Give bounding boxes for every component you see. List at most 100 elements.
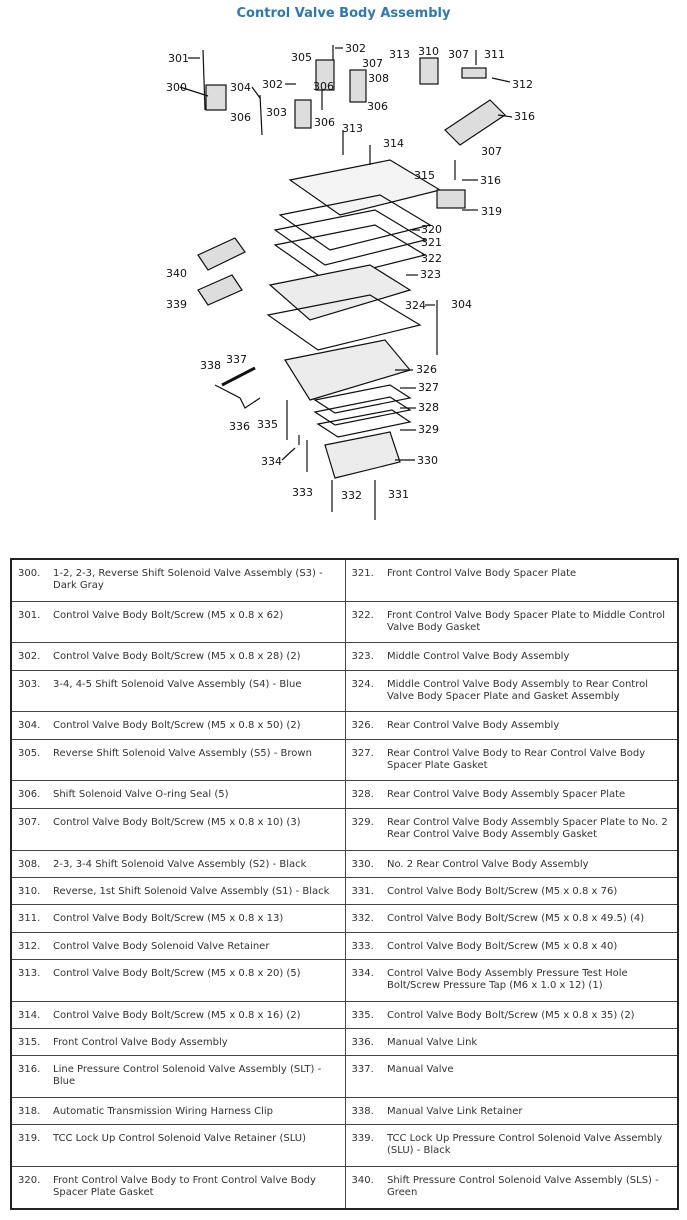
callout: 331 xyxy=(388,488,409,501)
callout: 327 xyxy=(418,381,439,394)
legend-row: 320.Front Control Valve Body to Front Co… xyxy=(10,1166,679,1210)
middle-spacer-plate xyxy=(266,294,422,351)
right-part-description: Front Control Valve Body Spacer Plate xyxy=(381,558,679,602)
left-part-number: 304. xyxy=(10,711,47,740)
callout: 321 xyxy=(421,236,442,249)
callout: 302 xyxy=(262,78,283,91)
solenoid-316 xyxy=(444,99,506,146)
right-part-description: Middle Control Valve Body Assembly xyxy=(381,642,679,671)
retainer-319 xyxy=(436,189,466,209)
right-part-number: 334. xyxy=(344,959,381,1002)
left-part-description: TCC Lock Up Control Solenoid Valve Retai… xyxy=(47,1124,346,1168)
left-part-number: 301. xyxy=(10,600,47,644)
right-part-number: 337. xyxy=(344,1055,381,1099)
manual-valve-link xyxy=(214,384,261,409)
left-part-number: 300. xyxy=(10,558,47,602)
legend-row: 310.Reverse, 1st Shift Solenoid Valve As… xyxy=(10,876,679,906)
callout: 316 xyxy=(514,110,535,123)
parts-legend-body: 300.1-2, 2-3, Reverse Shift Solenoid Val… xyxy=(10,558,679,1210)
callout: 330 xyxy=(417,454,438,467)
legend-row: 303.3-4, 4-5 Shift Solenoid Valve Assemb… xyxy=(10,669,679,713)
callout: 305 xyxy=(291,51,312,64)
left-part-description: Reverse Shift Solenoid Valve Assembly (S… xyxy=(47,738,346,782)
right-part-description: Shift Pressure Control Solenoid Valve As… xyxy=(381,1166,679,1210)
left-part-number: 312. xyxy=(10,931,47,961)
callout: 306 xyxy=(313,80,334,93)
right-part-number: 328. xyxy=(344,780,381,809)
legend-row: 313.Control Valve Body Bolt/Screw (M5 x … xyxy=(10,959,679,1002)
callout: 307 xyxy=(481,145,502,158)
right-part-description: Rear Control Valve Body Assembly Spacer … xyxy=(381,807,679,851)
callout: 301 xyxy=(168,52,189,65)
rear-valve-body xyxy=(284,339,412,401)
left-part-number: 311. xyxy=(10,904,47,933)
callout: 338 xyxy=(200,359,221,372)
right-part-description: Rear Control Valve Body Assembly Spacer … xyxy=(381,780,679,809)
solenoid-303 xyxy=(294,99,312,129)
legend-row: 307.Control Valve Body Bolt/Screw (M5 x … xyxy=(10,807,679,851)
left-part-description: Control Valve Body Bolt/Screw (M5 x 0.8 … xyxy=(47,642,346,671)
right-part-description: Control Valve Body Bolt/Screw (M5 x 0.8 … xyxy=(381,931,679,961)
exploded-view-diagram: 300 301 302 302 303 304 304 305 306 306 … xyxy=(166,42,535,520)
right-part-number: 332. xyxy=(344,904,381,933)
callout: 316 xyxy=(480,174,501,187)
right-part-number: 323. xyxy=(344,642,381,671)
left-part-number: 308. xyxy=(10,849,47,878)
left-part-number: 313. xyxy=(10,959,47,1002)
callout: 326 xyxy=(416,363,437,376)
left-part-number: 306. xyxy=(10,780,47,809)
legend-row: 318.Automatic Transmission Wiring Harnes… xyxy=(10,1097,679,1126)
callout: 307 xyxy=(448,48,469,61)
right-part-description: Control Valve Body Bolt/Screw (M5 x 0.8 … xyxy=(381,904,679,933)
callout: 314 xyxy=(383,137,404,150)
left-part-description: 1-2, 2-3, Reverse Shift Solenoid Valve A… xyxy=(47,558,346,602)
callout: 300 xyxy=(166,81,187,94)
right-part-description: Rear Control Valve Body to Rear Control … xyxy=(381,738,679,782)
left-part-description: Control Valve Body Solenoid Valve Retain… xyxy=(47,931,346,961)
legend-row: 316.Line Pressure Control Solenoid Valve… xyxy=(10,1055,679,1099)
rear-gasket xyxy=(313,384,412,414)
right-part-number: 340. xyxy=(344,1166,381,1210)
left-part-description: Control Valve Body Bolt/Screw (M5 x 0.8 … xyxy=(47,904,346,933)
left-part-description: Control Valve Body Bolt/Screw (M5 x 0.8 … xyxy=(47,600,346,644)
right-part-description: Rear Control Valve Body Assembly xyxy=(381,711,679,740)
page-title: Control Valve Body Assembly xyxy=(236,6,451,21)
callout: 304 xyxy=(451,298,472,311)
right-part-description: Control Valve Body Bolt/Screw (M5 x 0.8 … xyxy=(381,876,679,906)
callout: 323 xyxy=(420,268,441,281)
left-part-number: 320. xyxy=(10,1166,47,1210)
left-part-description: Control Valve Body Bolt/Screw (M5 x 0.8 … xyxy=(47,711,346,740)
callout: 329 xyxy=(418,423,439,436)
callout: 306 xyxy=(314,116,335,129)
right-part-number: 326. xyxy=(344,711,381,740)
right-part-number: 330. xyxy=(344,849,381,878)
callout: 312 xyxy=(512,78,533,91)
legend-row: 308.2-3, 3-4 Shift Solenoid Valve Assemb… xyxy=(10,849,679,878)
right-part-number: 322. xyxy=(344,600,381,644)
legend-row: 302.Control Valve Body Bolt/Screw (M5 x … xyxy=(10,642,679,671)
solenoid-339 xyxy=(197,274,243,306)
left-part-number: 314. xyxy=(10,1000,47,1030)
callout: 315 xyxy=(414,169,435,182)
right-part-description: Manual Valve Link Retainer xyxy=(381,1097,679,1126)
callout: 335 xyxy=(257,418,278,431)
left-part-number: 315. xyxy=(10,1028,47,1057)
left-part-description: Line Pressure Control Solenoid Valve Ass… xyxy=(47,1055,346,1099)
middle-gasket xyxy=(273,224,427,281)
right-part-description: No. 2 Rear Control Valve Body Assembly xyxy=(381,849,679,878)
callout: 319 xyxy=(481,205,502,218)
callout: 302 xyxy=(345,42,366,55)
left-part-description: Automatic Transmission Wiring Harness Cl… xyxy=(47,1097,346,1126)
right-part-number: 338. xyxy=(344,1097,381,1126)
legend-row: 304.Control Valve Body Bolt/Screw (M5 x … xyxy=(10,711,679,740)
left-part-description: Control Valve Body Bolt/Screw (M5 x 0.8 … xyxy=(47,959,346,1002)
legend-row: 311.Control Valve Body Bolt/Screw (M5 x … xyxy=(10,904,679,933)
legend-row: 305.Reverse Shift Solenoid Valve Assembl… xyxy=(10,738,679,782)
callout: 332 xyxy=(341,489,362,502)
left-part-number: 307. xyxy=(10,807,47,851)
callout: 310 xyxy=(418,45,439,58)
left-part-description: Control Valve Body Bolt/Screw (M5 x 0.8 … xyxy=(47,807,346,851)
callout: 311 xyxy=(484,48,505,61)
front-spacer-plate xyxy=(273,209,427,266)
